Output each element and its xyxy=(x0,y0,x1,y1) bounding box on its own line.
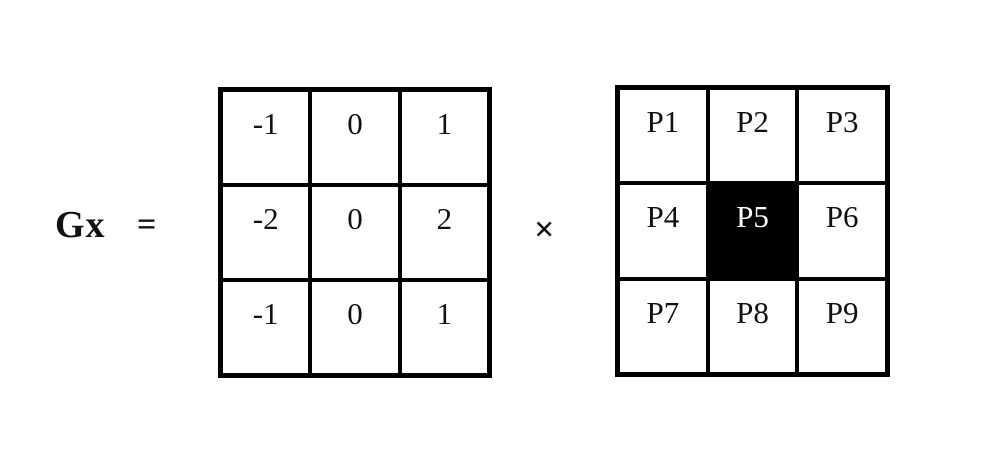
kernel-cell-r1c0: -2 xyxy=(221,185,311,280)
kernel-matrix: -1 0 1 -2 0 2 -1 0 1 xyxy=(218,87,492,378)
pixel-cell-p6: P6 xyxy=(797,183,887,279)
gx-label: Gx xyxy=(55,204,106,246)
kernel-cell-r0c2: 1 xyxy=(399,90,489,185)
kernel-cell-r0c0: -1 xyxy=(221,90,311,185)
multiply-icon: × xyxy=(534,209,555,249)
kernel-cell-r1c2: 2 xyxy=(399,185,489,280)
pixel-cell-p2: P2 xyxy=(707,88,798,184)
pixel-cell-p8: P8 xyxy=(707,278,798,374)
pixel-cell-p5: P5 xyxy=(707,183,798,279)
pixel-cell-p9: P9 xyxy=(797,278,887,374)
kernel-cell-r2c0: -1 xyxy=(221,280,311,375)
kernel-cell-r2c1: 0 xyxy=(310,280,400,375)
kernel-cell-r1c1: 0 xyxy=(310,185,400,280)
pixel-cell-p3: P3 xyxy=(797,88,887,184)
pixel-cell-p1: P1 xyxy=(618,88,708,184)
pixel-matrix: P1 P2 P3 P4 P5 P6 P7 P8 P9 xyxy=(615,85,890,377)
pixel-cell-p7: P7 xyxy=(618,278,708,374)
pixel-cell-p4: P4 xyxy=(618,183,708,279)
kernel-cell-r2c2: 1 xyxy=(399,280,489,375)
kernel-cell-r0c1: 0 xyxy=(310,90,400,185)
equals-sign: = xyxy=(137,206,157,243)
